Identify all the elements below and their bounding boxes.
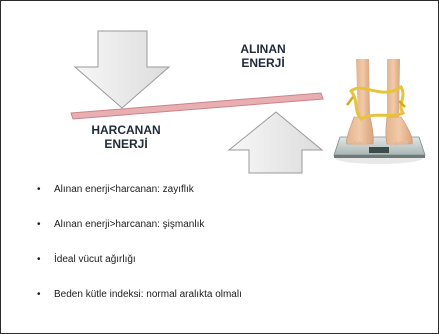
bullet-icon: • xyxy=(37,289,41,300)
energy-in-label-line1: ALINAN xyxy=(240,42,286,56)
energy-out-label-line2: ENERJİ xyxy=(104,137,148,151)
bullet-item: • Alınan enerji>harcanan: şişmanlık xyxy=(37,218,242,231)
energy-in-label: ALINAN ENERJİ xyxy=(227,42,299,70)
bullet-list: • Alınan enerji<harcanan: zayıflık • Alı… xyxy=(37,183,242,323)
bullet-icon: • xyxy=(37,254,41,265)
energy-out-label: HARCANAN ENERJİ xyxy=(81,123,171,151)
bullet-text: İdeal vücut ağırlığı xyxy=(54,254,136,265)
bathroom-scale-feet-image xyxy=(333,59,426,164)
energy-out-label-line1: HARCANAN xyxy=(91,123,161,137)
bullet-icon: • xyxy=(37,184,41,195)
up-arrow-icon xyxy=(227,111,324,174)
bullet-text: Alınan enerji>harcanan: şişmanlık xyxy=(54,219,205,230)
energy-balance-diagram: ALINAN ENERJİ HARCANAN ENERJİ xyxy=(1,1,438,176)
bullet-item: • Alınan enerji<harcanan: zayıflık xyxy=(37,183,242,196)
down-arrow-icon xyxy=(73,30,171,109)
bullet-item: • Beden kütle indeksi: normal aralıkta o… xyxy=(37,288,242,301)
bullet-text: Alınan enerji<harcanan: zayıflık xyxy=(54,184,194,195)
bullet-icon: • xyxy=(37,219,41,230)
energy-balance-graphic xyxy=(70,30,426,174)
bullet-text: Beden kütle indeksi: normal aralıkta olm… xyxy=(54,289,242,300)
balance-bar xyxy=(70,92,324,120)
energy-in-label-line2: ENERJİ xyxy=(241,56,285,70)
bullet-item: • İdeal vücut ağırlığı xyxy=(37,253,242,266)
